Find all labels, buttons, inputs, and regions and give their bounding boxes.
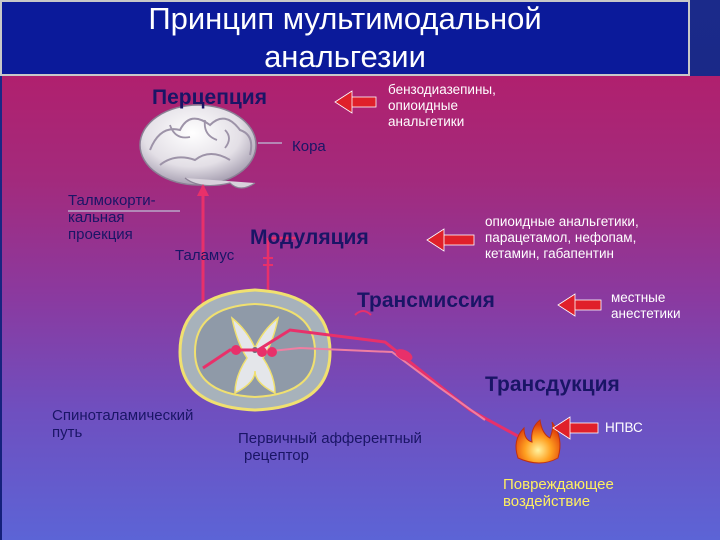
- drugs-perception: бензодиазепины, опиоидные анальгетики: [388, 82, 496, 129]
- stage-transmission: Трансмиссия: [357, 289, 495, 312]
- tract-arrowhead: [197, 184, 209, 196]
- label-thalamocortical: Талмокорти- кальная проекция: [68, 192, 156, 243]
- transmission-tick: [354, 310, 372, 316]
- label-damage: Повреждающее воздействие: [503, 476, 614, 510]
- title-bar: [0, 0, 690, 76]
- drugs-transduction: НПВС: [605, 420, 643, 435]
- stage-transduction: Трансдукция: [485, 373, 620, 396]
- afferent-pathway-secondary: [261, 346, 486, 421]
- drugs-modulation: опиоидные анальгетики, парацетамол, нефо…: [485, 214, 639, 261]
- title-line-2: анальгезии: [264, 39, 426, 74]
- label-afferent: Первичный афферентный рецептор: [238, 430, 422, 464]
- synapse-dot-1: [231, 345, 241, 355]
- brain-icon: [139, 104, 257, 189]
- slide-title: Принцип мультимодальной анальгезии: [0, 0, 690, 76]
- title-line-1: Принцип мультимодальной: [148, 1, 542, 36]
- stage-perception: Перцепция: [152, 86, 267, 109]
- synapse-marks: [263, 257, 273, 266]
- label-thalamus: Таламус: [175, 247, 235, 264]
- fire-icon: [515, 419, 561, 464]
- synapse-dot-2: [257, 347, 267, 357]
- dorsal-ganglion: [395, 349, 413, 361]
- synapse-dot-3: [267, 347, 277, 357]
- arrow-transduction: [552, 416, 599, 440]
- arrow-modulation: [426, 228, 475, 252]
- arrow-transmission: [557, 293, 602, 317]
- label-cortex: Кора: [292, 138, 326, 155]
- label-spinothalamic: Спиноталамический путь: [52, 407, 194, 441]
- stage-modulation: Модуляция: [250, 226, 369, 249]
- drugs-transmission: местные анестетики: [611, 290, 681, 321]
- arrow-perception: [334, 90, 377, 114]
